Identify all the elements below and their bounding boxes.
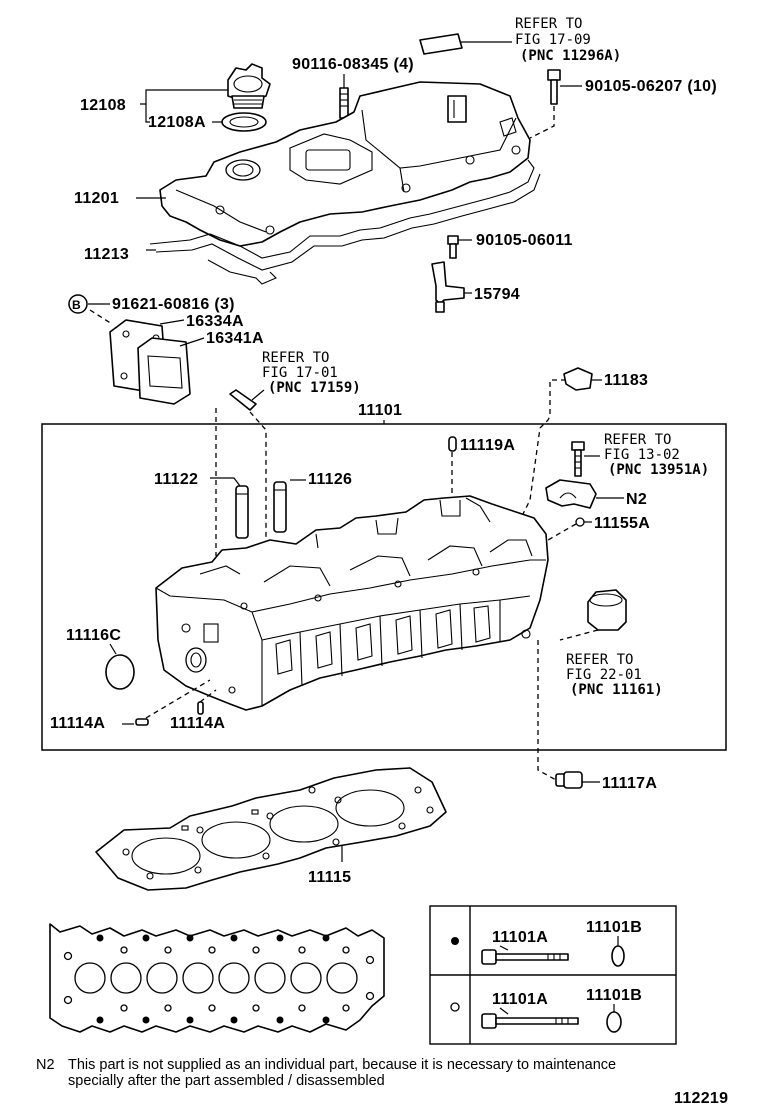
dash-91621	[89, 309, 113, 325]
label-n2: N2	[626, 491, 647, 508]
label-11183: 11183	[604, 372, 648, 389]
pin-11114a-left	[122, 679, 211, 726]
label-11126: 11126	[308, 471, 352, 488]
label-11117a: 11117A	[602, 775, 657, 792]
head-bolt-pattern-view	[49, 923, 385, 1033]
label-11114a-right: 11114A	[170, 715, 225, 732]
stud-90116	[339, 74, 349, 119]
marker-circle-b: B	[68, 294, 88, 314]
label-11101: 11101	[358, 402, 402, 419]
label-91621: 91621-60816 (3)	[112, 296, 235, 313]
washer-icon-row2	[606, 1004, 622, 1033]
bolt-90105-06011	[447, 235, 472, 259]
label-12108a: 12108A	[148, 114, 206, 131]
leader-12108	[140, 89, 228, 105]
ref-fig-17-01-line3: (PNC 17159)	[268, 380, 361, 396]
oil-cap-gasket	[221, 112, 267, 132]
leader-11122	[210, 477, 241, 487]
leader-16334a	[159, 319, 185, 325]
leader-12108-b	[145, 104, 150, 123]
bolt-table: 11101A 11101B 11101A 11101B	[429, 905, 677, 1045]
valve-guide-11122	[235, 485, 249, 539]
part-11161	[559, 589, 627, 641]
cylinder-head-sub-assy-box	[41, 423, 727, 751]
footnote-tag: N2	[36, 1057, 55, 1073]
ref-fig-22-01: REFER TO FIG 22-01 (PNC 11161)	[566, 652, 663, 698]
bolt-table-row1-bolt: 11101A	[492, 929, 548, 946]
label-11115: 11115	[308, 869, 351, 886]
bolt-table-row1-washer: 11101B	[586, 919, 642, 936]
washer-icon-row1	[611, 936, 625, 967]
part-11183	[521, 367, 602, 517]
cylinder-head-gasket	[95, 767, 447, 891]
label-11122: 11122	[154, 471, 198, 488]
ref-fig-13-02-line3: (PNC 13951A)	[608, 462, 709, 478]
ref-fig-17-09-line1: REFER TO	[515, 16, 582, 32]
sensor-bracket-15794	[431, 261, 472, 313]
pin-11119a	[448, 436, 457, 500]
figure-number: 112219	[674, 1090, 728, 1107]
plug-11116c	[105, 654, 135, 690]
gasket-16341a	[137, 337, 191, 405]
valve-guide-11126	[273, 481, 287, 533]
label-90116: 90116-08345 (4)	[292, 56, 414, 73]
ref-fig-22-01-line2: FIG 22-01	[566, 667, 642, 683]
bolt-table-row2-bolt: 11101A	[492, 991, 548, 1008]
footnote-line2: specially after the part assembled / dis…	[68, 1073, 385, 1089]
label-16334a: 16334A	[186, 313, 244, 330]
head-bolt-icon-row2	[481, 1007, 579, 1029]
label-15794: 15794	[474, 286, 520, 303]
plug-11117a	[555, 771, 600, 789]
pin-11155a	[547, 517, 592, 541]
leader-11116c	[109, 643, 117, 655]
head-bolt-icon-row1	[481, 945, 569, 965]
pin-11114a-right	[197, 689, 217, 715]
ref-fig-17-09: REFER TO FIG 17-09 (PNC 11296A)	[515, 16, 621, 64]
ref-fig-13-02-line1: REFER TO	[604, 432, 671, 448]
bolt-table-row2-washer: 11101B	[586, 987, 642, 1004]
label-16341a: 16341A	[206, 330, 264, 347]
dash-11117a	[537, 640, 557, 781]
ref-fig-22-01-line1: REFER TO	[566, 652, 633, 668]
ref-fig-17-01-line1: REFER TO	[262, 350, 329, 366]
label-11114a-left: 11114A	[50, 715, 105, 732]
ref-fig-17-09-line2: FIG 17-09	[515, 32, 591, 48]
label-11119a: 11119A	[460, 437, 515, 454]
label-11116c: 11116C	[66, 627, 121, 644]
stud-17159	[215, 389, 267, 556]
ref-fig-17-01: REFER TO FIG 17-01 (PNC 17159)	[262, 350, 361, 396]
gasket-plate-11296a	[419, 33, 512, 55]
bolt-90105-06207	[529, 69, 582, 139]
ref-fig-13-02-line2: FIG 13-02	[604, 447, 680, 463]
filled-dot-marker-icon	[451, 937, 459, 945]
ref-fig-13-02: REFER TO FIG 13-02 (PNC 13951A)	[604, 432, 709, 478]
label-90105-06207: 90105-06207 (10)	[585, 78, 717, 95]
label-12108: 12108	[80, 97, 126, 114]
cylinder-head-cover	[159, 81, 531, 247]
label-90105-06011: 90105-06011	[476, 232, 573, 249]
cylinder-head-body	[155, 495, 549, 711]
bolt-13951a	[571, 441, 600, 477]
leader-16341a	[179, 337, 205, 347]
head-cover-gasket	[149, 159, 541, 285]
label-11201: 11201	[74, 190, 119, 207]
label-11213: 11213	[84, 246, 129, 263]
ref-fig-22-01-line3: (PNC 11161)	[570, 682, 663, 698]
ref-fig-17-09-line3: (PNC 11296A)	[520, 48, 621, 64]
ref-fig-17-01-line2: FIG 17-01	[262, 365, 338, 381]
bearing-cap-n2	[545, 479, 624, 509]
footnote-line1: This part is not supplied as an individu…	[68, 1057, 616, 1073]
hollow-dot-marker-icon	[450, 1002, 460, 1012]
label-11155a: 11155A	[594, 515, 650, 532]
marker-b-text: B	[72, 298, 81, 312]
oil-filler-cap	[227, 63, 271, 109]
